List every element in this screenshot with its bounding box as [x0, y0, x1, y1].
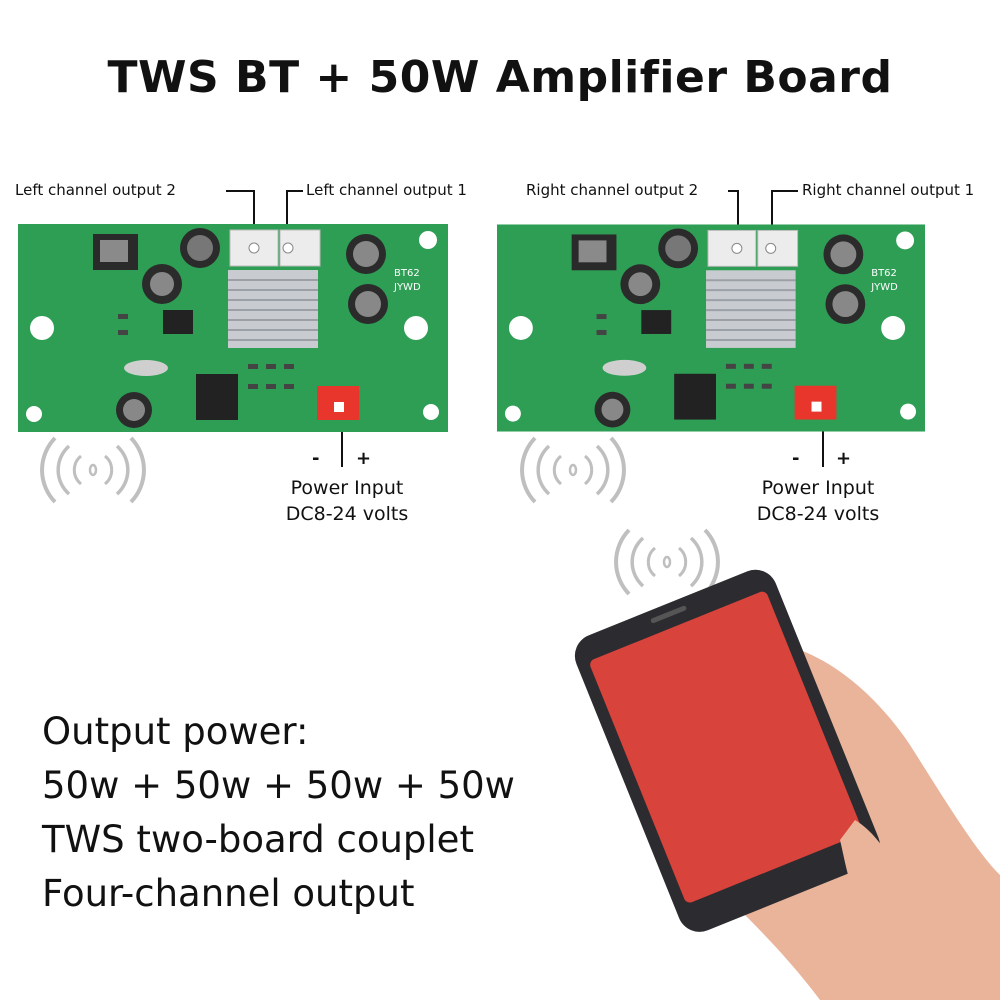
left-power-input-title: Power Input — [290, 477, 404, 499]
wireless-signal-icon — [40, 436, 146, 504]
right-minus-sign: - — [792, 448, 800, 469]
wireless-signal-icon — [614, 528, 720, 596]
right-output1-label: Right channel output 1 — [802, 181, 975, 199]
right-power-input-label: Power Input DC8-24 volts — [733, 475, 903, 527]
wireless-signal-icon — [520, 436, 626, 504]
left-output1-label: Left channel output 1 — [306, 181, 467, 199]
left-output2-label: Left channel output 2 — [15, 181, 176, 199]
right-power-input-title: Power Input — [761, 477, 875, 499]
right-amplifier-board: BT62 JYWD — [497, 224, 925, 432]
right-plus-sign: + — [836, 448, 852, 469]
spec-line-wattage: 50w + 50w + 50w + 50w — [42, 764, 515, 807]
hand-thumb — [840, 820, 905, 924]
left-minus-sign: - — [312, 448, 320, 469]
silkscreen-brand: JYWD — [870, 282, 898, 293]
left-plus-sign: + — [356, 448, 372, 469]
left-amplifier-board: BT62 JYWD — [18, 224, 448, 432]
right-power-input-voltage: DC8-24 volts — [756, 503, 880, 525]
silkscreen-model: BT62 — [394, 268, 420, 279]
silkscreen-model: BT62 — [871, 268, 897, 279]
spec-text-block: Output power: 50w + 50w + 50w + 50w TWS … — [42, 705, 515, 921]
smartphone-icon — [574, 569, 881, 932]
spec-line-four-channel: Four-channel output — [42, 872, 415, 915]
page-title: TWS BT + 50W Amplifier Board — [107, 52, 893, 103]
right-output2-label: Right channel output 2 — [526, 181, 699, 199]
left-power-input-label: Power Input DC8-24 volts — [262, 475, 432, 527]
left-power-input-voltage: DC8-24 volts — [285, 503, 409, 525]
spec-line-tws: TWS two-board couplet — [42, 818, 474, 861]
spec-line-output-power: Output power: — [42, 710, 309, 753]
silkscreen-brand: JYWD — [393, 282, 421, 293]
